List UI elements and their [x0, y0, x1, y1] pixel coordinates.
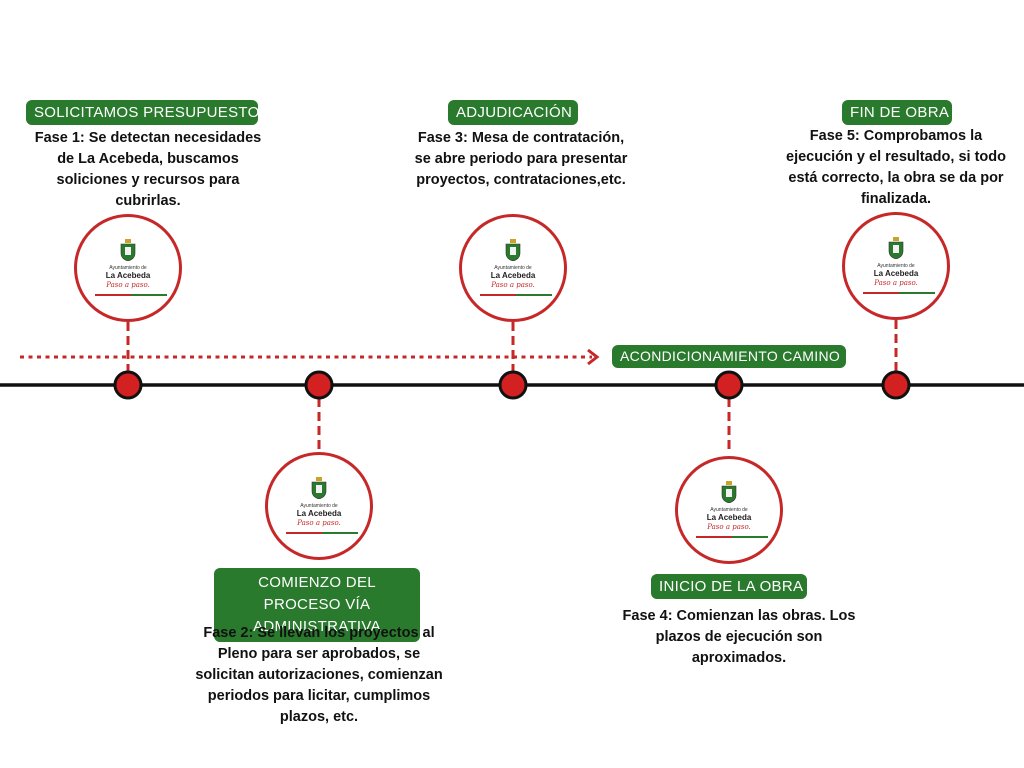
logo-org-small: Ayuntamiento de [494, 265, 532, 271]
phase-4-logo: Ayuntamiento de La Acebeda Paso a paso. [675, 456, 783, 564]
phase-5-label: FIN DE OBRA [842, 100, 952, 125]
crest-icon [505, 239, 521, 261]
progress-label: ACONDICIONAMIENTO CAMINO [612, 345, 846, 368]
phase-3-text: Fase 3: Mesa de contratación, se abre pe… [414, 130, 628, 188]
phase-4-label: INICIO DE LA OBRA [651, 574, 807, 599]
logo-color-bar [696, 536, 768, 538]
phase-1-label: SOLICITAMOS PRESUPUESTO [26, 100, 259, 125]
phase-2-text: Fase 2: Se llevan los proyectos al Pleno… [195, 625, 443, 725]
logo-org-name: La Acebeda [706, 513, 752, 522]
crest-icon [120, 239, 136, 261]
logo-color-bar [480, 294, 552, 296]
logo-org-name: La Acebeda [873, 269, 919, 278]
node-phase-3 [498, 370, 528, 400]
logo-org-small: Ayuntamiento de [710, 507, 748, 513]
logo-color-bar [863, 292, 935, 294]
logo-motto: Paso a paso. [707, 523, 751, 531]
crest-icon [721, 481, 737, 503]
logo-motto: Paso a paso. [874, 279, 918, 287]
phase-2-logo: Ayuntamiento de La Acebeda Paso a paso. [265, 452, 373, 560]
phase-4-text: Fase 4: Comienzan las obras. Los plazos … [622, 608, 856, 666]
crest-icon [311, 477, 327, 499]
phase-1-logo: Ayuntamiento de La Acebeda Paso a paso. [74, 214, 182, 322]
phase-5-logo: Ayuntamiento de La Acebeda Paso a paso. [842, 212, 950, 320]
logo-motto: Paso a paso. [297, 519, 341, 527]
phase-3-label: ADJUDICACIÓN [448, 100, 578, 125]
logo-color-bar [286, 532, 358, 534]
phase-1-text: Fase 1: Se detectan necesidades de La Ac… [34, 130, 262, 209]
logo-org-name: La Acebeda [296, 509, 342, 518]
node-phase-4 [714, 370, 744, 400]
node-phase-2 [304, 370, 334, 400]
logo-org-small: Ayuntamiento de [877, 263, 915, 269]
crest-icon [888, 237, 904, 259]
node-phase-5 [881, 370, 911, 400]
progress-arrow-head [587, 348, 600, 366]
logo-motto: Paso a paso. [106, 281, 150, 289]
phase-5-text: Fase 5: Comprobamos la ejecución y el re… [786, 128, 1006, 207]
logo-org-name: La Acebeda [490, 271, 536, 280]
logo-org-name: La Acebeda [105, 271, 151, 280]
logo-org-small: Ayuntamiento de [300, 503, 338, 509]
node-phase-1 [113, 370, 143, 400]
logo-color-bar [95, 294, 167, 296]
phase-2-label: COMIENZO DEL PROCESO VÍA ADMINISTRATIVA [214, 568, 420, 642]
phase-3-logo: Ayuntamiento de La Acebeda Paso a paso. [459, 214, 567, 322]
logo-org-small: Ayuntamiento de [109, 265, 147, 271]
logo-motto: Paso a paso. [491, 281, 535, 289]
